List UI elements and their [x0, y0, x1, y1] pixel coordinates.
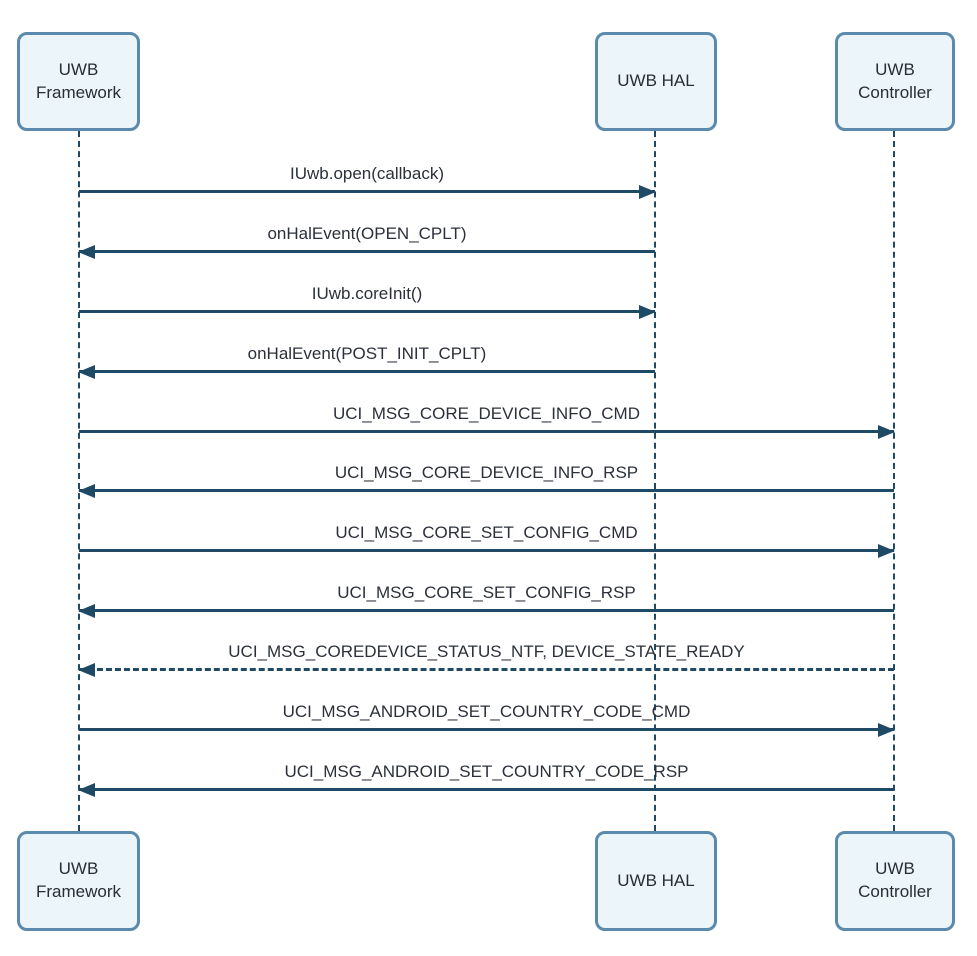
arrowhead-right-icon — [639, 184, 656, 199]
message-label: onHalEvent(POST_INIT_CPLT) — [247, 344, 487, 363]
message-onhalevent-post-init-cplt: onHalEvent(POST_INIT_CPLT) — [78, 341, 655, 379]
message-uci-msg-core-device-info-cmd: UCI_MSG_CORE_DEVICE_INFO_CMD — [79, 401, 895, 439]
actor-label-uwb-framework: UWB Framework — [35, 59, 121, 102]
arrowhead-left-icon — [78, 782, 95, 797]
message-label: IUwb.open(callback) — [289, 164, 444, 183]
arrowhead-left-icon — [78, 603, 95, 618]
message-label: UCI_MSG_CORE_SET_CONFIG_RSP — [337, 583, 636, 602]
lifeline-uwb-hal — [654, 131, 656, 831]
actor-label-uwb-hal: UWB HAL — [617, 870, 695, 890]
message-arrow-line — [79, 728, 894, 731]
message-arrow-line — [79, 250, 655, 253]
arrowhead-right-icon — [878, 543, 895, 558]
message-label: UCI_MSG_ANDROID_SET_COUNTRY_CODE_CMD — [282, 702, 691, 721]
message-onhalevent-open-cplt: onHalEvent(OPEN_CPLT) — [78, 221, 655, 259]
message-label: UCI_MSG_COREDEVICE_STATUS_NTF, DEVICE_ST… — [228, 642, 745, 661]
message-label: onHalEvent(OPEN_CPLT) — [267, 224, 467, 243]
message-label: UCI_MSG_CORE_SET_CONFIG_CMD — [335, 523, 638, 542]
message-label: UCI_MSG_CORE_DEVICE_INFO_CMD — [332, 404, 640, 423]
lifeline-uwb-framework — [78, 131, 80, 831]
message-arrow-line — [79, 609, 894, 612]
message-arrow-line — [79, 370, 655, 373]
actor-box-uwb-controller-bottom: UWB Controller — [835, 831, 955, 931]
message-label: UCI_MSG_ANDROID_SET_COUNTRY_CODE_RSP — [284, 762, 689, 781]
message-iuwb-open-callback: IUwb.open(callback) — [79, 161, 656, 199]
actor-box-uwb-controller-top: UWB Controller — [835, 32, 955, 131]
message-arrow-line — [79, 190, 655, 193]
actor-box-uwb-framework-top: UWB Framework — [17, 32, 140, 131]
actor-label-uwb-framework: UWB Framework — [35, 859, 121, 901]
arrowhead-left-icon — [78, 483, 95, 498]
message-uci-msg-android-set-country-code-rsp: UCI_MSG_ANDROID_SET_COUNTRY_CODE_RSP — [78, 759, 894, 797]
arrowhead-right-icon — [878, 722, 895, 737]
actor-label-uwb-controller: UWB Controller — [858, 59, 932, 102]
actor-box-uwb-framework-bottom: UWB Framework — [17, 831, 140, 931]
arrowhead-left-icon — [78, 662, 95, 677]
message-arrow-line — [79, 430, 894, 433]
actor-label-uwb-controller: UWB Controller — [858, 859, 932, 901]
message-arrow-line — [79, 668, 894, 671]
arrowhead-right-icon — [878, 424, 895, 439]
arrowhead-left-icon — [78, 364, 95, 379]
message-arrow-line — [79, 549, 894, 552]
message-uci-msg-android-set-country-code-cmd: UCI_MSG_ANDROID_SET_COUNTRY_CODE_CMD — [79, 699, 895, 737]
actor-box-uwb-hal-bottom: UWB HAL — [595, 831, 717, 931]
message-arrow-line — [79, 489, 894, 492]
message-uci-msg-coredevice-status-ntf: UCI_MSG_COREDEVICE_STATUS_NTF, DEVICE_ST… — [78, 639, 894, 677]
message-label: IUwb.coreInit() — [311, 284, 423, 303]
message-arrow-line — [79, 788, 894, 791]
message-uci-msg-core-set-config-cmd: UCI_MSG_CORE_SET_CONFIG_CMD — [79, 520, 895, 558]
lifeline-uwb-controller — [893, 131, 895, 831]
message-arrow-line — [79, 310, 655, 313]
arrowhead-right-icon — [639, 304, 656, 319]
actor-box-uwb-hal-top: UWB HAL — [595, 32, 717, 131]
message-label: UCI_MSG_CORE_DEVICE_INFO_RSP — [334, 463, 639, 482]
actor-label-uwb-hal: UWB HAL — [617, 71, 695, 91]
message-uci-msg-core-device-info-rsp: UCI_MSG_CORE_DEVICE_INFO_RSP — [78, 460, 894, 498]
message-uci-msg-core-set-config-rsp: UCI_MSG_CORE_SET_CONFIG_RSP — [78, 580, 894, 618]
message-iuwb-coreinit: IUwb.coreInit() — [79, 281, 656, 319]
arrowhead-left-icon — [78, 244, 95, 259]
